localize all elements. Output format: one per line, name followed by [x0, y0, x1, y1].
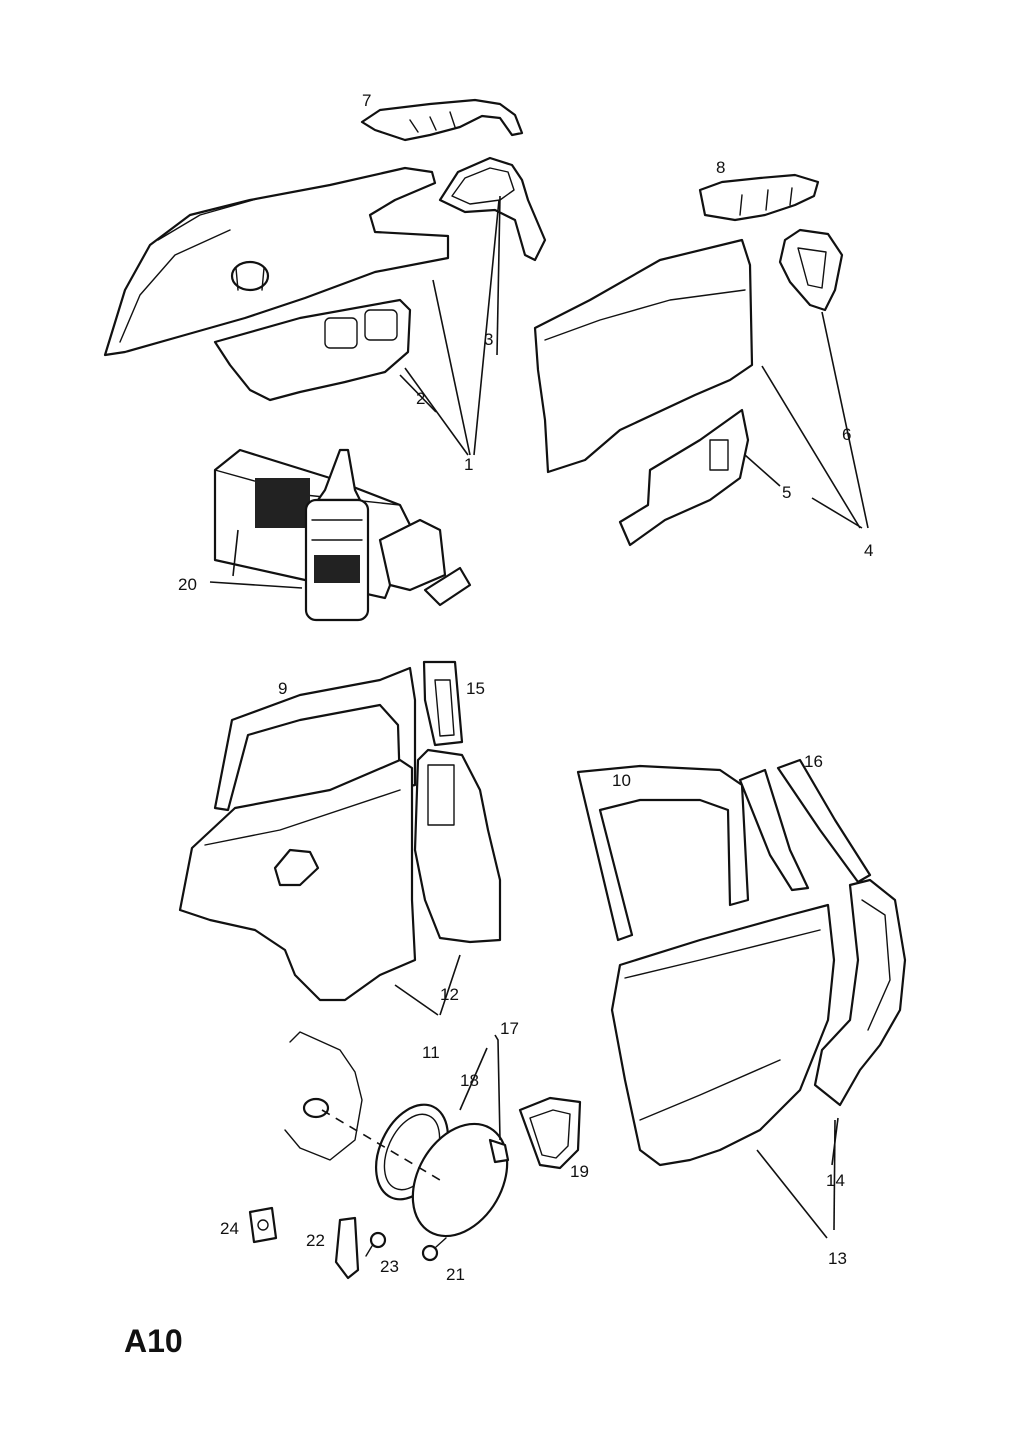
callout-19: 19 — [570, 1162, 589, 1181]
callout-14: 14 — [826, 1171, 845, 1190]
part-6-wheelhouse-outer — [778, 228, 844, 312]
callout-20: 20 — [178, 575, 197, 594]
installation-axis — [321, 1109, 441, 1181]
part-7-upper-reinforcement — [360, 98, 524, 142]
callout-12: 12 — [440, 985, 459, 1004]
part-8-bracket — [698, 173, 820, 222]
callout-24: 24 — [220, 1219, 239, 1238]
part-21-screw — [421, 1237, 447, 1262]
part-4-quarter-panel — [533, 238, 754, 474]
callout-10: 10 — [612, 771, 631, 790]
callout-7: 7 — [362, 91, 371, 110]
part-13-outer-panel — [610, 903, 836, 1167]
callout-16: 16 — [804, 752, 823, 771]
callout-11: 11 — [422, 1043, 440, 1062]
part-3-wheelhouse-inner — [438, 156, 547, 262]
part-5-lower-panel — [618, 408, 750, 547]
window-seal-strip — [738, 768, 810, 892]
part-24-clip — [248, 1206, 278, 1244]
part-23-screw — [365, 1231, 387, 1257]
part-17-filler-cap — [411, 1122, 510, 1238]
part-15-pillar — [422, 660, 464, 747]
part-10-door-frame — [576, 764, 750, 942]
callout-23: 23 — [380, 1257, 399, 1276]
callout-9: 9 — [278, 679, 287, 698]
part-19-gasket — [518, 1096, 582, 1170]
callout-1: 1 — [464, 455, 473, 474]
part-12-rear-corner — [413, 748, 502, 944]
callout-17: 17 — [500, 1019, 519, 1038]
part-1-side-panel — [103, 166, 450, 357]
callout-labels: 7 8 3 2 1 6 5 4 20 9 15 10 16 12 11 17 1… — [178, 91, 873, 1284]
part-9-window-frame — [213, 666, 417, 812]
callout-3: 3 — [484, 330, 493, 349]
part-2-inner-panel — [213, 298, 412, 402]
page-code: A10 — [124, 1323, 183, 1359]
part-16-trim-strip — [776, 758, 872, 884]
leader-lines — [209, 195, 869, 1239]
callout-6: 6 — [842, 425, 851, 444]
callout-4: 4 — [864, 541, 873, 560]
callout-13: 13 — [828, 1249, 847, 1268]
callout-2: 2 — [416, 389, 425, 408]
part-11-side-body — [178, 758, 417, 1002]
fuel-filler-area — [284, 1031, 363, 1161]
callout-21: 21 — [446, 1265, 465, 1284]
callout-5: 5 — [782, 483, 791, 502]
callout-18: 18 — [460, 1071, 479, 1090]
part-14-rear-section — [813, 878, 907, 1107]
callout-22: 22 — [306, 1231, 325, 1250]
callout-8: 8 — [716, 158, 725, 177]
part-20-sealant-kit — [213, 448, 472, 622]
part-22-bracket — [334, 1216, 360, 1280]
callout-15: 15 — [466, 679, 485, 698]
